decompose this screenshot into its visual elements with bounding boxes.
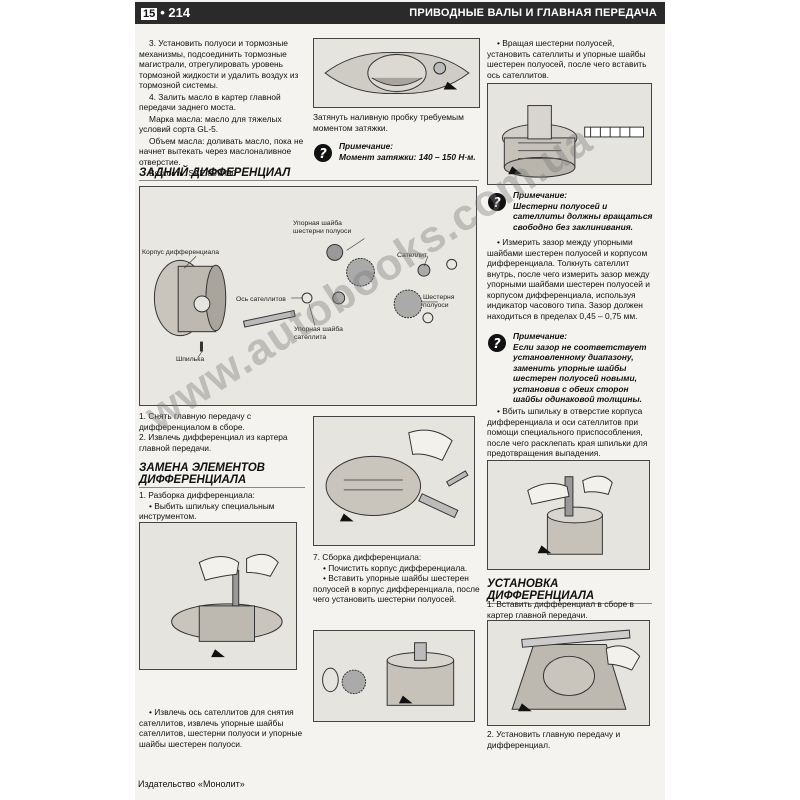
page-number: 214 xyxy=(168,5,191,20)
install-step-2: 2. Установить главную передачу и диффере… xyxy=(487,729,621,750)
label-satellite-shaft: Ось сателлитов xyxy=(236,296,286,303)
knock-pin-drawing xyxy=(140,523,296,669)
col1-top-text: 3. Установить полуоси и тормозные механи… xyxy=(139,38,305,179)
section-replace-parts: ЗАМЕНА ЭЛЕМЕНТОВ ДИФФЕРЕНЦИАЛА xyxy=(139,462,305,488)
step-3-text: 3. Установить полуоси и тормозные механи… xyxy=(139,38,299,90)
fig-plug-caption: Затянуть наливную пробку требуемым момен… xyxy=(313,112,464,133)
disassembly-step-1: 1. Разборка дифференциала: xyxy=(139,490,255,500)
step-4-text: 4. Залить масло в картер главной передач… xyxy=(139,91,281,113)
install-drawing xyxy=(488,621,649,725)
note-clearance-range: ? Примечание: Если зазор не соответствуе… xyxy=(487,331,657,405)
drive-pin-text: • Вбить шпильку в отверстие корпуса дифф… xyxy=(487,406,648,458)
clearance-drawing xyxy=(488,84,651,184)
oil-grade-text: Марка масла: масло для тяжелых условий с… xyxy=(139,113,282,135)
note-torque-title: Примечание: xyxy=(339,141,394,151)
removal-step-2: 2. Извлечь дифференциал из картера главн… xyxy=(139,432,288,453)
page-number-block: 15• 214 xyxy=(141,5,191,20)
col1-removal-text: 1. Снять главную передачу с дифференциал… xyxy=(139,411,305,453)
assembly-insert-washers: • Вставить упорные шайбы шестерен полуос… xyxy=(313,573,480,604)
label-pin: Шпилька xyxy=(176,356,205,363)
section-number: 15 xyxy=(141,8,158,20)
col1-bottom-text: • Извлечь ось сателлитов для снятия сате… xyxy=(139,707,305,749)
col3-measure-text: • Измерить зазор между упорными шайбами … xyxy=(487,237,657,321)
section-rear-differential: ЗАДНИЙ ДИФФЕРЕНЦИАЛ xyxy=(139,167,479,181)
note-icon: ? xyxy=(314,144,332,162)
label-satellite-washer: Упорная шайба сателлита xyxy=(294,326,343,341)
remove-shaft-drawing xyxy=(314,417,474,545)
col1-disassembly-text: 1. Разборка дифференциала: • Выбить шпил… xyxy=(139,490,305,522)
fig-exploded-view xyxy=(139,186,477,406)
fig-install-differential xyxy=(487,620,650,726)
install-step-1: 1. Вставить дифференциал в сборе в карте… xyxy=(487,599,634,620)
col2-assembly-text: 7. Сборка дифференциала: • Почистить кор… xyxy=(313,552,483,605)
filler-plug-drawing xyxy=(315,39,478,107)
note-torque-text: Момент затяжки: 140 – 150 Н·м. xyxy=(339,151,476,162)
note-free-rotation-text: Шестерни полуосей и сателлиты должны вра… xyxy=(513,200,653,232)
viscosity-text: Вязкость: SAE 85W/90 xyxy=(149,168,237,178)
oil-volume-text: Объем масла: доливать масло, пока не нач… xyxy=(139,135,304,167)
svg-text:?: ? xyxy=(493,337,501,352)
removal-step-1: 1. Снять главную передачу с дифференциал… xyxy=(139,411,252,432)
page-header: 15• 214 ПРИВОДНЫЕ ВАЛЫ И ГЛАВНАЯ ПЕРЕДАЧ… xyxy=(135,2,665,24)
col3-install-step2: 2. Установить главную передачу и диффере… xyxy=(487,729,652,750)
col3-install-step1: 1. Вставить дифференциал в сборе в карте… xyxy=(487,599,652,620)
fig-assembly xyxy=(313,630,475,722)
measure-clearance-text: • Измерить зазор между упорными шайбами … xyxy=(487,237,650,321)
publisher-footer: Издательство «Монолит» xyxy=(138,779,245,789)
col3-top-text: • Вращая шестерни полуосей, установить с… xyxy=(487,38,657,80)
assembly-clean-case: • Почистить корпус дифференциала. xyxy=(323,562,468,573)
note-free-rotation-title: Примечание: xyxy=(513,190,568,200)
fig-knock-pin xyxy=(139,522,297,670)
note-icon: ? xyxy=(488,193,506,211)
fig-remove-shaft xyxy=(313,416,475,546)
note-clearance-range-text: Если зазор не соответствует установленно… xyxy=(513,341,647,405)
label-axle-gear: Шестерня полуоси xyxy=(423,294,455,309)
note-clearance-range-title: Примечание: xyxy=(513,331,568,341)
svg-text:?: ? xyxy=(493,196,501,211)
note-icon: ? xyxy=(488,334,506,352)
exploded-drawing xyxy=(140,187,476,405)
svg-text:?: ? xyxy=(319,147,327,162)
remove-shaft-text: • Извлечь ось сателлитов для снятия сате… xyxy=(139,707,303,749)
col3-pin-text: • Вбить шпильку в отверстие корпуса дифф… xyxy=(487,406,657,459)
fig-clearance-check xyxy=(487,83,652,185)
disassembly-knock-pin: • Выбить шпильку специальным инструменто… xyxy=(139,500,275,522)
note-torque: ? Примечание: Момент затяжки: 140 – 150 … xyxy=(313,141,483,162)
chapter-title: ПРИВОДНЫЕ ВАЛЫ И ГЛАВНАЯ ПЕРЕДАЧА xyxy=(409,7,657,19)
fig-filler-plug xyxy=(313,38,480,108)
install-satellites-text: • Вращая шестерни полуосей, установить с… xyxy=(487,38,647,80)
assembly-drawing xyxy=(314,631,474,721)
fig-pin-punch xyxy=(487,460,650,570)
pin-punch-drawing xyxy=(488,461,649,569)
section-install-differential: УСТАНОВКА ДИФФЕРЕНЦИАЛА xyxy=(487,578,652,604)
label-axle-washer: Упорная шайба шестерни полуоси xyxy=(293,220,352,235)
note-free-rotation: ? Примечание: Шестерни полуосей и сателл… xyxy=(487,190,657,232)
label-diff-case: Корпус дифференциала xyxy=(142,249,220,256)
assembly-step-7: 7. Сборка дифференциала: xyxy=(313,552,422,562)
label-satellite: Сателлит xyxy=(397,252,428,259)
